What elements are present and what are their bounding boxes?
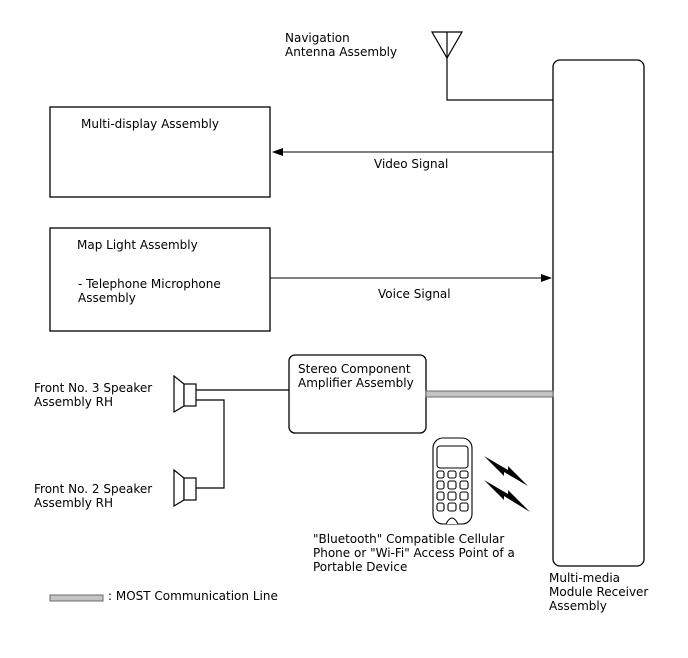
legend-most-label: : MOST Communication Line	[108, 589, 278, 603]
phone-label-line2: Phone or "Wi-Fi" Access Point of a	[313, 546, 515, 560]
amplifier-label-line1: Stereo Component	[298, 362, 411, 376]
antenna-icon	[430, 31, 553, 101]
receiver-label-line3: Assembly	[549, 599, 607, 613]
voice-signal-arrow	[270, 274, 552, 282]
antenna-label-line2: Antenna Assembly	[285, 45, 398, 59]
speaker-no3-label: Front No. 3 Speaker Assembly RH	[34, 381, 152, 409]
antenna-label: Navigation Antenna Assembly	[285, 31, 397, 59]
receiver-label-line2: Module Receiver	[549, 585, 649, 599]
map-light-sub-label: - Telephone Microphone Assembly	[78, 277, 221, 305]
speaker-no2-label: Front No. 2 Speaker Assembly RH	[34, 482, 152, 510]
phone-icon	[432, 437, 473, 525]
phone-label-line3: Portable Device	[313, 560, 408, 574]
receiver-label-line1: Multi-media	[549, 571, 621, 585]
antenna-label-line1: Navigation	[285, 31, 350, 45]
speaker-no2-label-line1: Front No. 2 Speaker	[34, 482, 153, 496]
receiver-box	[552, 59, 645, 567]
map-light-sub-line1: - Telephone Microphone	[78, 277, 221, 291]
wireless-signal-icon	[484, 456, 530, 512]
multi-display-box	[49, 106, 271, 198]
most-line	[425, 390, 554, 398]
amplifier-label-line2: Amplifier Assembly	[298, 376, 414, 390]
phone-label-line1: "Bluetooth" Compatible Cellular	[313, 532, 505, 546]
phone-label: "Bluetooth" Compatible Cellular Phone or…	[313, 532, 515, 574]
video-signal-label: Video Signal	[374, 157, 449, 171]
amplifier-label: Stereo Component Amplifier Assembly	[298, 362, 414, 390]
speaker-no2-icon	[173, 468, 197, 508]
voice-signal-label: Voice Signal	[378, 287, 451, 301]
speaker-no2-label-line2: Assembly RH	[34, 496, 114, 510]
speaker-no3-icon	[173, 374, 197, 414]
map-light-sub-line2: Assembly	[78, 291, 136, 305]
video-signal-arrow	[272, 148, 553, 156]
map-light-box	[49, 227, 271, 332]
legend-most-swatch	[49, 594, 104, 602]
speaker-no3-label-line1: Front No. 3 Speaker	[34, 381, 153, 395]
speaker-wiring	[196, 389, 289, 489]
multi-display-label: Multi-display Assembly	[81, 117, 219, 131]
map-light-label: Map Light Assembly	[77, 238, 198, 252]
speaker-no3-label-line2: Assembly RH	[34, 395, 114, 409]
receiver-label: Multi-media Module Receiver Assembly	[549, 571, 648, 613]
